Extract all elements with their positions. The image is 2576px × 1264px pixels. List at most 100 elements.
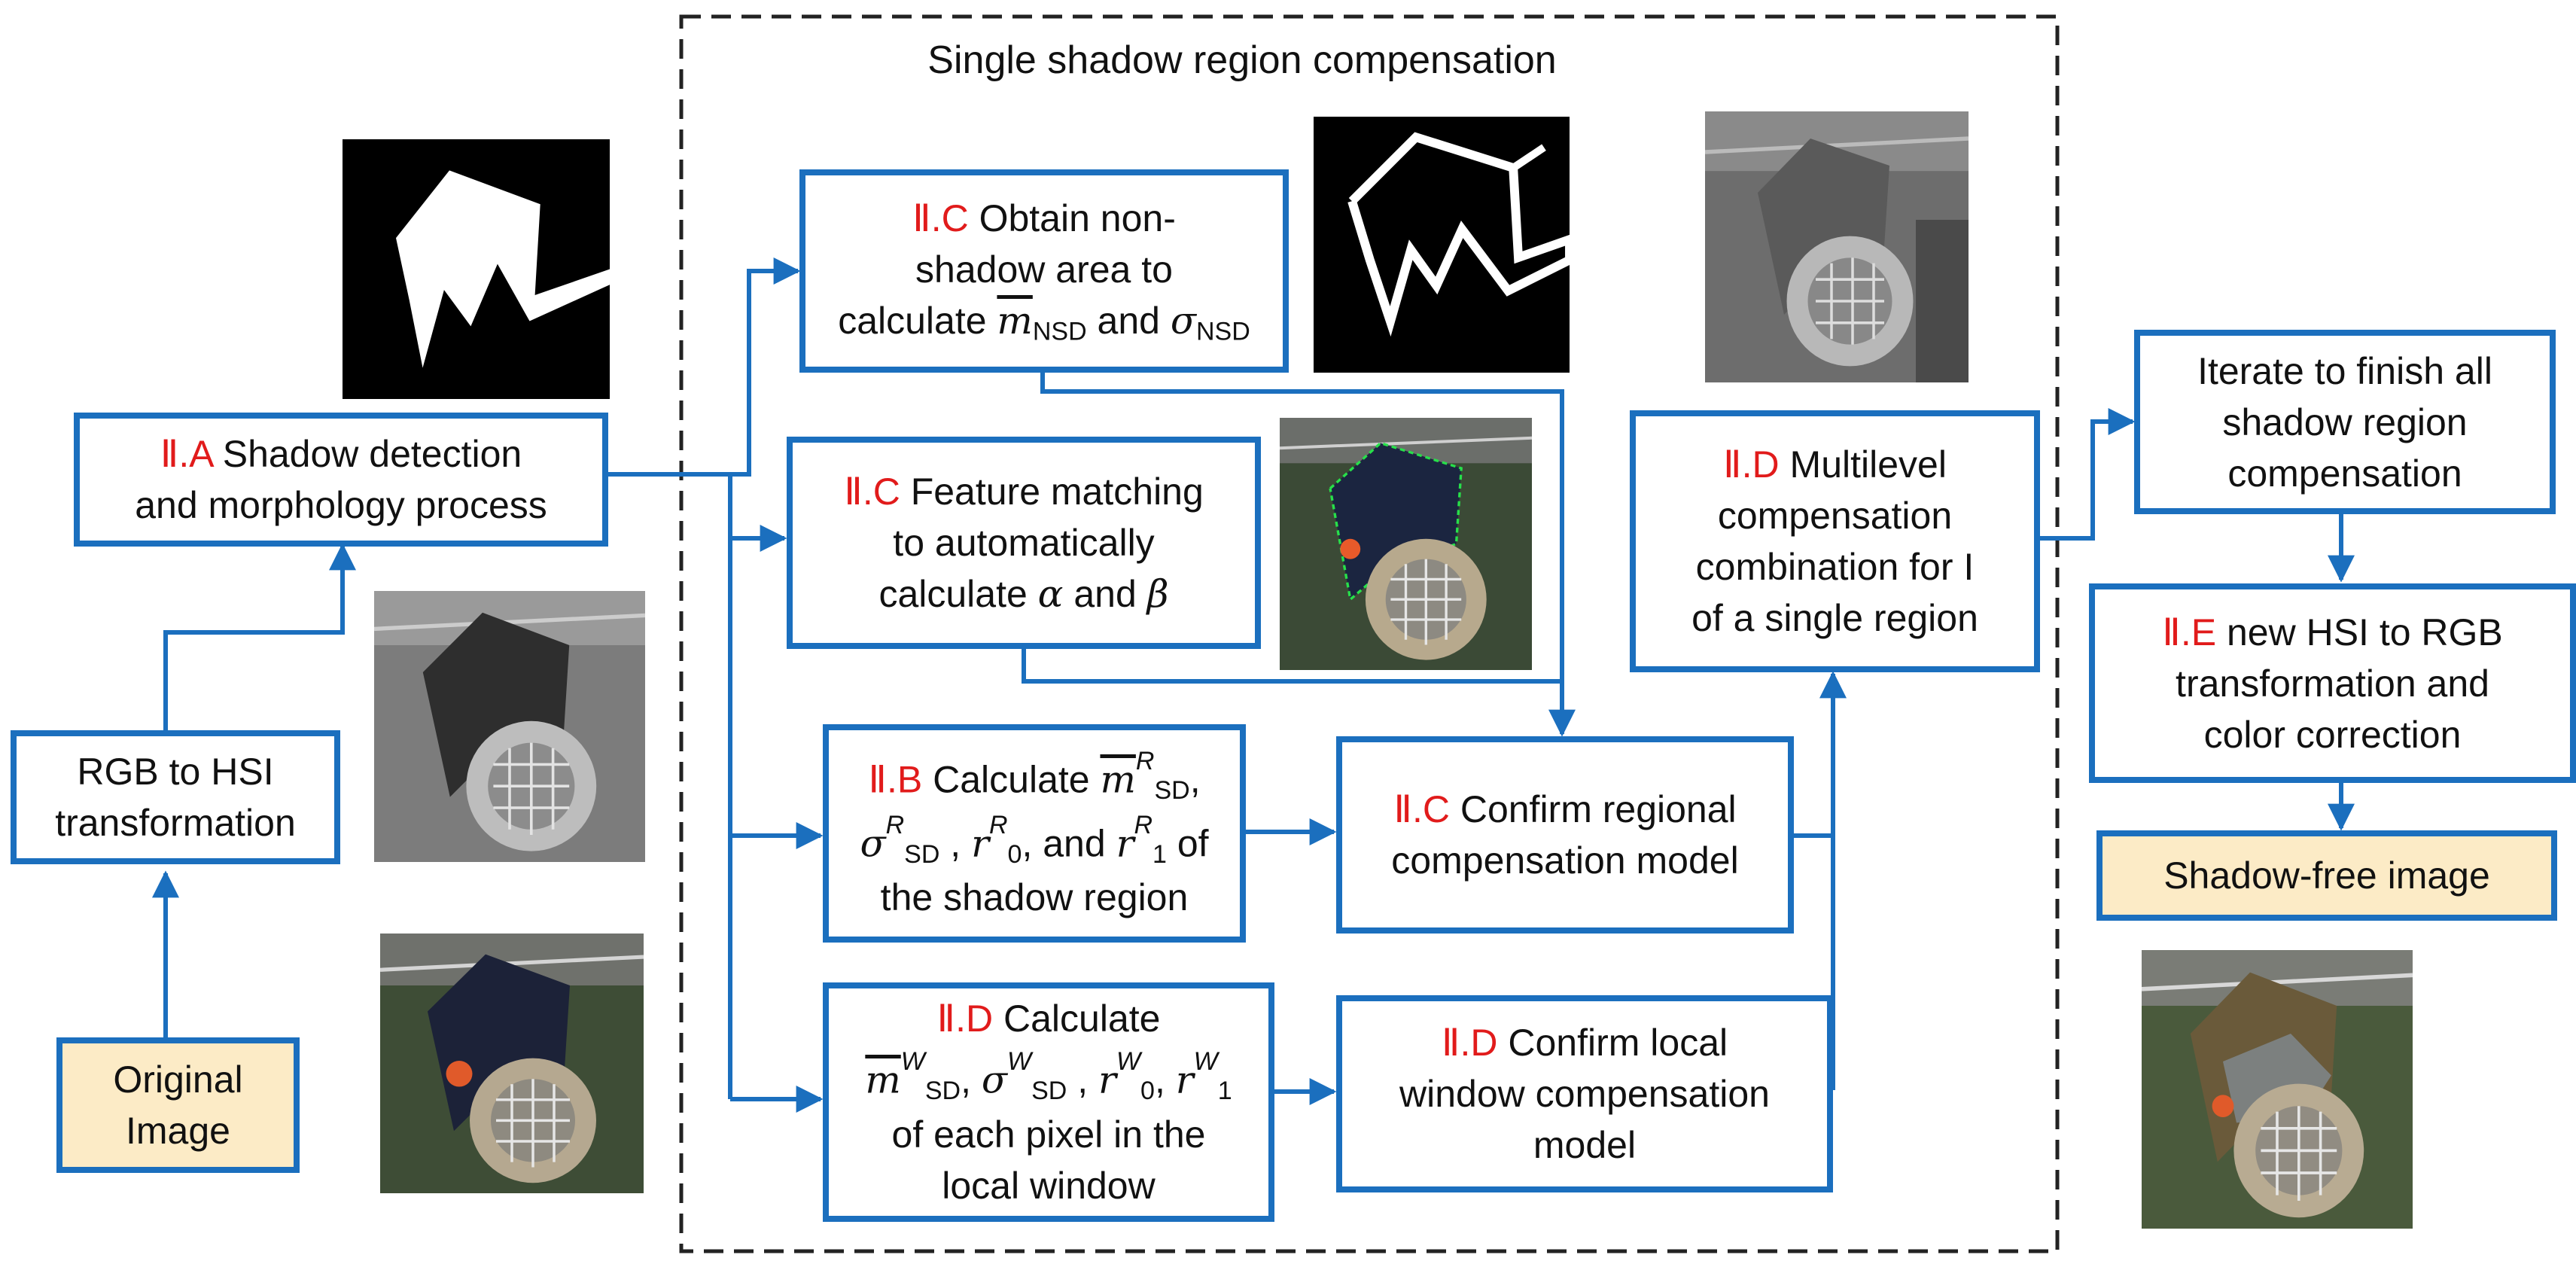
sub-sd-std: SD bbox=[904, 840, 940, 870]
node-multilevel-line3: combination for I bbox=[1695, 546, 1975, 588]
node-calclocal-sep0: , bbox=[961, 1058, 982, 1101]
node-calcregion-line3: the shadow region bbox=[880, 876, 1189, 919]
symbol-sigma-local: σ bbox=[981, 1058, 1008, 1102]
shadow-free-result-image bbox=[2142, 950, 2413, 1229]
sup-w-std: W bbox=[1007, 1047, 1032, 1077]
node-hsirgb-line3: color correction bbox=[2203, 713, 2462, 756]
node-hsirgb-line2: transformation and bbox=[2176, 662, 2489, 705]
node-calclocal-sep1: , bbox=[1067, 1058, 1099, 1101]
node-shadow-detection: Ⅱ.A Shadow detection and morphology proc… bbox=[74, 413, 608, 547]
sub-1: 1 bbox=[1153, 840, 1167, 870]
sub-sd-mean: SD bbox=[1154, 775, 1190, 805]
node-confirmlocal-line1: Confirm local bbox=[1497, 1022, 1728, 1064]
boundary-mask-image bbox=[1314, 117, 1570, 373]
sup-r-mean: R bbox=[1135, 746, 1155, 775]
edge-trunk-to-nonshadow bbox=[730, 257, 801, 477]
symbol-r1-local: r bbox=[1175, 1058, 1194, 1102]
symbol-alpha: α bbox=[1037, 572, 1064, 616]
symbol-m-bar: m bbox=[997, 299, 1033, 343]
sub-sd-std-local: SD bbox=[1031, 1077, 1067, 1106]
node-feature-and: and bbox=[1063, 573, 1147, 615]
node-nonshadow-and: and bbox=[1086, 300, 1171, 343]
edge-feature-to-confirmregional bbox=[1022, 647, 1562, 684]
node-confirmregional-line1: Confirm regional bbox=[1449, 788, 1737, 830]
feature-matching-image bbox=[1280, 418, 1532, 670]
node-feature-line1: Feature matching bbox=[900, 471, 1204, 513]
node-nonshadow-area: Ⅱ.C Obtain non- shadow area to calculate… bbox=[799, 169, 1289, 373]
symbol-sigma: σ bbox=[1170, 299, 1196, 343]
symbol-r0: r bbox=[971, 821, 989, 866]
grayscale-satellite-image bbox=[1705, 111, 1969, 382]
node-original-line2: Image bbox=[126, 1110, 230, 1152]
sup-w-r1: W bbox=[1193, 1047, 1218, 1077]
symbol-beta: β bbox=[1146, 572, 1169, 616]
sub-1-local: 1 bbox=[1217, 1077, 1232, 1106]
node-hsirgb-line1: new HSI to RGB bbox=[2216, 611, 2503, 653]
node-rgbhsi-line2: transformation bbox=[55, 802, 296, 844]
sub-sd-mean-local: SD bbox=[924, 1077, 961, 1106]
tag-confirm-local: Ⅱ.D bbox=[1441, 1022, 1498, 1064]
symbol-r1: r bbox=[1116, 821, 1134, 866]
symbol-m-bar-local: m bbox=[865, 1058, 901, 1102]
tag-calc-local: Ⅱ.D bbox=[936, 997, 994, 1040]
node-feature-line3: calculate bbox=[878, 573, 1038, 615]
frame-title: Single shadow region compensation bbox=[927, 38, 1557, 82]
node-shadowdetect-line2: and morphology process bbox=[135, 484, 547, 526]
node-confirm-local: Ⅱ.D Confirm local window compensation mo… bbox=[1336, 995, 1833, 1192]
node-calclocal-line3: of each pixel in the bbox=[891, 1113, 1206, 1156]
sup-r-r0: R bbox=[988, 811, 1008, 839]
node-multilevel-combination: Ⅱ.D Multilevel compensation combination … bbox=[1630, 410, 2040, 672]
single-region-dashed-frame bbox=[679, 14, 2060, 1253]
tag-nonshadow: Ⅱ.C bbox=[912, 197, 969, 240]
node-iterate-line1: Iterate to finish all bbox=[2197, 349, 2492, 392]
node-confirmlocal-line3: model bbox=[1533, 1124, 1637, 1166]
node-multilevel-line2: compensation bbox=[1717, 495, 1953, 537]
node-hsi-to-rgb: Ⅱ.E new HSI to RGB transformation and co… bbox=[2089, 583, 2576, 783]
edge-nonshadow-to-confirmregional bbox=[1040, 369, 1576, 737]
node-calcregion-sep1: , bbox=[939, 822, 972, 865]
node-calc-region-stats: Ⅱ.B Calculate mRSD, σRSD , rR0, and rR1 … bbox=[823, 724, 1246, 943]
node-iterate: Iterate to finish all shadow region comp… bbox=[2134, 330, 2556, 514]
sup-w-r0: W bbox=[1116, 1047, 1141, 1077]
node-calc-local-stats: Ⅱ.D Calculate mWSD, σWSD , rW0, rW1 of e… bbox=[823, 982, 1274, 1222]
node-feature-matching: Ⅱ.C Feature matching to automatically ca… bbox=[787, 437, 1261, 649]
tag-feature: Ⅱ.C bbox=[844, 471, 900, 513]
node-confirmlocal-line2: window compensation bbox=[1399, 1073, 1770, 1115]
sub-nsd-std: NSD bbox=[1196, 317, 1250, 346]
shadow-mask-image bbox=[343, 139, 610, 399]
node-rgbhsi-line1: RGB to HSI bbox=[77, 751, 274, 793]
node-calcregion-comma: , bbox=[1189, 758, 1201, 801]
sub-nsd-mean: NSD bbox=[1032, 317, 1087, 346]
node-feature-line2: to automatically bbox=[893, 522, 1155, 564]
node-calcregion-line1: Calculate bbox=[922, 758, 1101, 801]
tag-shadow-detection: Ⅱ.A bbox=[160, 433, 212, 475]
edge-multilevel-to-iterate bbox=[2036, 408, 2136, 541]
tag-confirm-regional: Ⅱ.C bbox=[1393, 788, 1450, 830]
tag-calc-region: Ⅱ.B bbox=[868, 758, 923, 801]
intensity-channel-image bbox=[374, 591, 645, 862]
node-shadowfree-line1: Shadow-free image bbox=[2163, 854, 2490, 897]
sub-0: 0 bbox=[1007, 840, 1022, 870]
node-nonshadow-line1: Obtain non- bbox=[968, 197, 1176, 240]
node-iterate-line3: compensation bbox=[2227, 452, 2462, 495]
sub-0-local: 0 bbox=[1140, 1077, 1155, 1106]
tag-multilevel: Ⅱ.D bbox=[1723, 443, 1780, 486]
node-calcregion-of: of bbox=[1166, 822, 1209, 865]
node-original-image: Original Image bbox=[56, 1037, 300, 1173]
node-rgb-to-hsi: RGB to HSI transformation bbox=[11, 730, 340, 864]
tag-hsi-rgb: Ⅱ.E bbox=[2162, 611, 2217, 653]
node-confirmregional-line2: compensation model bbox=[1391, 839, 1739, 882]
symbol-m-bar-region: m bbox=[1100, 757, 1136, 802]
node-shadow-free-image: Shadow-free image bbox=[2096, 830, 2557, 921]
node-nonshadow-line2: shadow area to bbox=[915, 248, 1173, 291]
node-multilevel-line1: Multilevel bbox=[1779, 443, 1947, 486]
symbol-r0-local: r bbox=[1098, 1058, 1116, 1102]
node-calcregion-sep2: , and bbox=[1022, 822, 1116, 865]
sup-r-r1: R bbox=[1134, 811, 1153, 839]
original-satellite-image bbox=[380, 934, 644, 1193]
sup-r-std: R bbox=[885, 811, 905, 839]
node-iterate-line2: shadow region bbox=[2222, 401, 2468, 443]
edge-confirmregional-to-multilevel bbox=[1792, 671, 1847, 838]
node-confirm-regional: Ⅱ.C Confirm regional compensation model bbox=[1336, 736, 1794, 934]
